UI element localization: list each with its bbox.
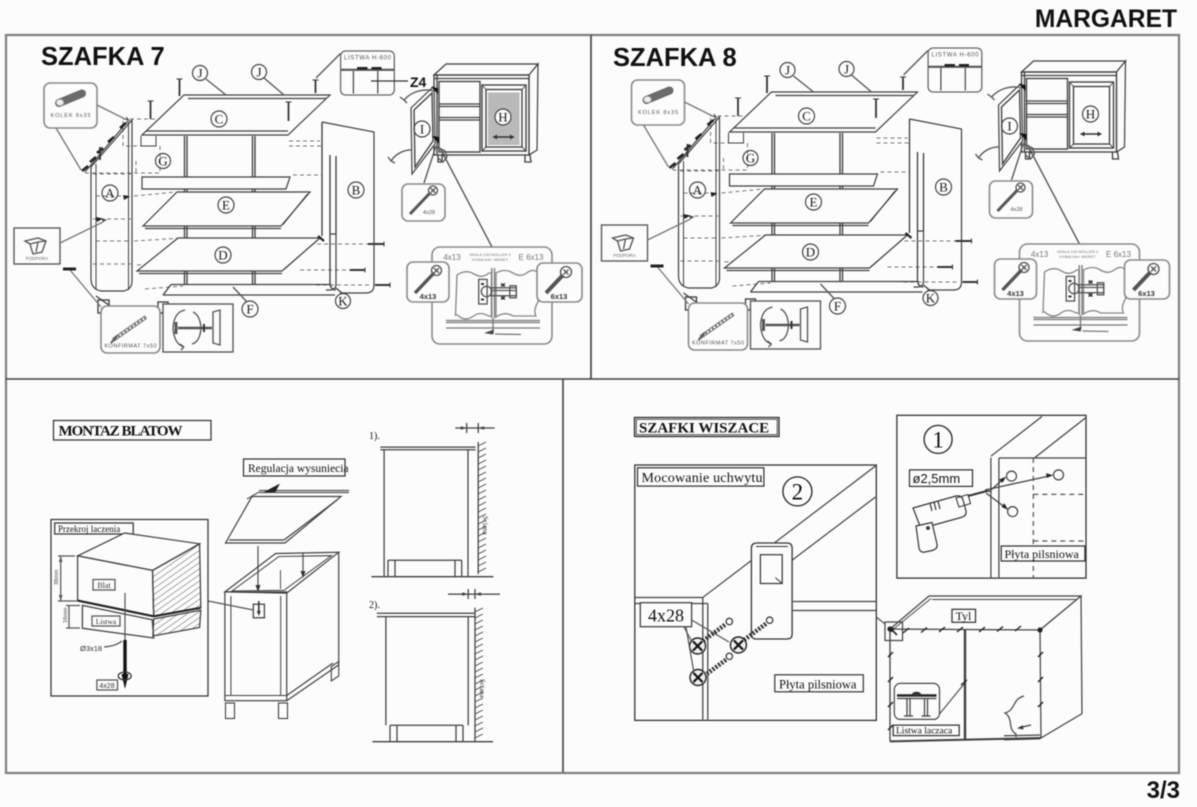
svg-text:J: J xyxy=(256,65,261,80)
svg-text:Płyta pilsniowa: Płyta pilsniowa xyxy=(1005,547,1080,561)
svg-text:D: D xyxy=(218,248,227,263)
svg-text:SZAFKI WISZACE: SZAFKI WISZACE xyxy=(639,421,769,437)
svg-text:I: I xyxy=(420,122,424,137)
svg-text:H: H xyxy=(498,110,507,125)
svg-text:MARGARET: MARGARET xyxy=(1035,6,1177,33)
svg-text:PODPORA: PODPORA xyxy=(26,256,49,261)
svg-text:E 6x13: E 6x13 xyxy=(519,253,544,262)
svg-text:Sciana: Sciana xyxy=(478,679,486,699)
svg-text:KONFIRMAT 7x50: KONFIRMAT 7x50 xyxy=(105,344,157,350)
svg-text:Listwa: Listwa xyxy=(96,617,117,626)
svg-text:KOLEK 8x35: KOLEK 8x35 xyxy=(51,113,91,119)
svg-text:SZAFKA 8: SZAFKA 8 xyxy=(613,44,737,72)
svg-text:1).: 1). xyxy=(369,431,380,442)
svg-text:B: B xyxy=(352,183,361,198)
svg-text:16mm: 16mm xyxy=(63,607,69,623)
svg-text:2).: 2). xyxy=(369,600,380,611)
svg-text:Z4: Z4 xyxy=(410,74,427,90)
svg-text:6x13: 6x13 xyxy=(551,292,568,301)
svg-text:4x28: 4x28 xyxy=(648,606,684,626)
svg-text:ø2,5mm: ø2,5mm xyxy=(913,471,961,486)
svg-text:Płyta pilsniowa: Płyta pilsniowa xyxy=(779,677,857,691)
svg-text:G: G xyxy=(158,154,167,169)
svg-text:4x28: 4x28 xyxy=(99,683,114,690)
svg-text:SKALA 100 MOLLER 2: SKALA 100 MOLLER 2 xyxy=(469,252,511,257)
svg-text:Regulacja wysuniecia: Regulacja wysuniecia xyxy=(248,463,349,475)
svg-text:LISTWA H-600: LISTWA H-600 xyxy=(344,56,392,62)
svg-text:38mm: 38mm xyxy=(54,569,60,585)
svg-text:Blat: Blat xyxy=(97,581,111,590)
svg-text:J: J xyxy=(197,66,202,81)
svg-text:2: 2 xyxy=(792,480,804,505)
svg-text:Listwa laczaca: Listwa laczaca xyxy=(896,727,953,737)
svg-text:F: F xyxy=(246,302,253,317)
svg-text:3/3: 3/3 xyxy=(1147,777,1180,804)
svg-text:MONTAZ BLATOW: MONTAZ BLATOW xyxy=(59,424,183,440)
svg-text:HYBALKA+ WKRET: HYBALKA+ WKRET xyxy=(472,257,509,262)
svg-text:SZAFKA 7: SZAFKA 7 xyxy=(41,43,165,71)
svg-text:Sciana: Sciana xyxy=(481,516,489,536)
svg-text:1: 1 xyxy=(932,428,944,453)
svg-text:C: C xyxy=(215,112,224,127)
svg-text:4x13: 4x13 xyxy=(420,292,437,301)
svg-text:E: E xyxy=(222,198,230,213)
svg-text:Mocowanie uchwytu: Mocowanie uchwytu xyxy=(642,471,763,486)
svg-text:Przekroj laczenia: Przekroj laczenia xyxy=(58,524,120,534)
svg-text:4x13: 4x13 xyxy=(443,253,461,262)
svg-text:4x28: 4x28 xyxy=(423,210,435,216)
svg-text:Ø3x18: Ø3x18 xyxy=(80,644,102,653)
svg-text:A: A xyxy=(105,186,115,201)
svg-text:Tyl: Tyl xyxy=(956,609,972,623)
svg-text:K: K xyxy=(338,294,348,309)
